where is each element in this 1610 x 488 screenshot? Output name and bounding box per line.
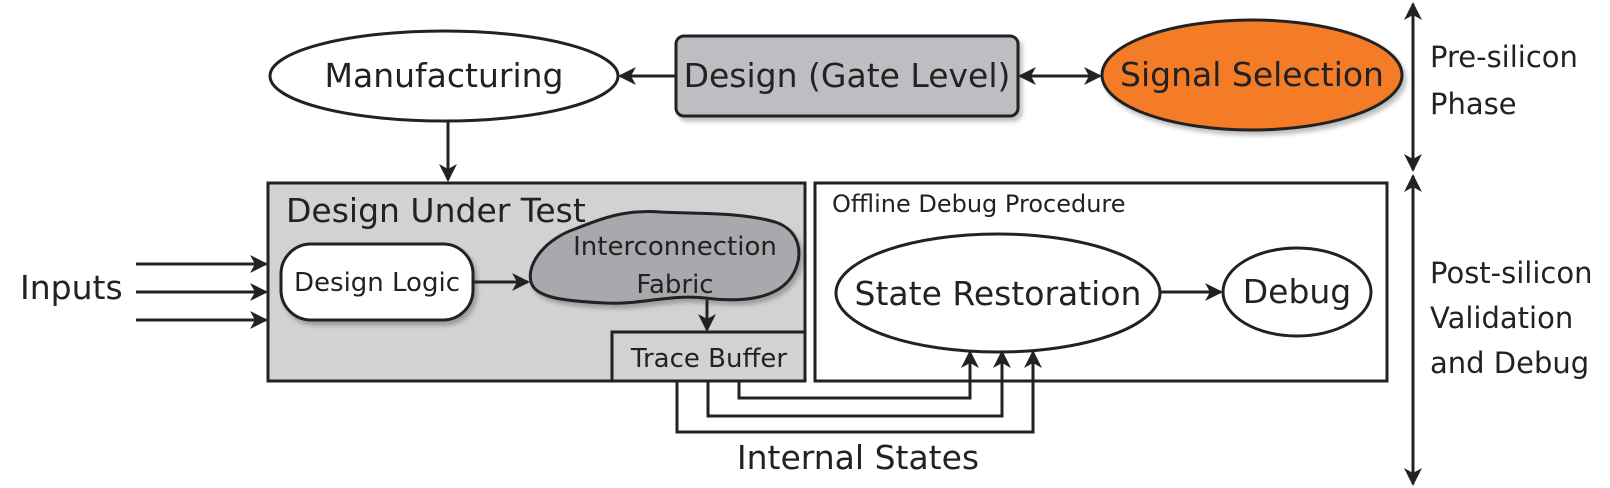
interconnection-fabric-label-line1: Interconnection [573, 232, 777, 262]
state-restoration-label: State Restoration [855, 274, 1142, 313]
interconnection-fabric-label-line2: Fabric [636, 270, 713, 300]
design-logic-node [279, 242, 475, 322]
design-gate-level-label: Design (Gate Level) [684, 56, 1011, 95]
offline-debug-procedure-label: Offline Debug Procedure [832, 190, 1126, 218]
debug-label: Debug [1243, 272, 1352, 311]
design-logic-label: Design Logic [294, 268, 460, 298]
internal-state-path-1 [737, 350, 979, 400]
internal-state-path-3 [675, 350, 1042, 434]
post-silicon-label-line1: Post-silicon [1430, 256, 1593, 290]
post-silicon-label-line2: Validation [1430, 301, 1573, 335]
design-under-test-label: Design Under Test [286, 191, 586, 230]
signal-selection-label: Signal Selection [1120, 55, 1384, 94]
manufacturing-label: Manufacturing [325, 56, 564, 95]
debug-node [1221, 246, 1373, 338]
trace-buffer-label: Trace Buffer [630, 344, 787, 374]
pre-silicon-label-line2: Phase [1430, 87, 1517, 121]
interconnection-fabric-node [528, 209, 801, 305]
pre-silicon-label-line1: Pre-silicon [1430, 40, 1578, 74]
internal-states-label: Internal States [737, 438, 979, 477]
signal-selection-node [1100, 18, 1404, 132]
internal-state-path-2 [706, 350, 1011, 418]
inputs-label: Inputs [20, 268, 123, 307]
trace-buffer-node [610, 330, 807, 383]
post-silicon-label-line3: and Debug [1430, 346, 1589, 380]
